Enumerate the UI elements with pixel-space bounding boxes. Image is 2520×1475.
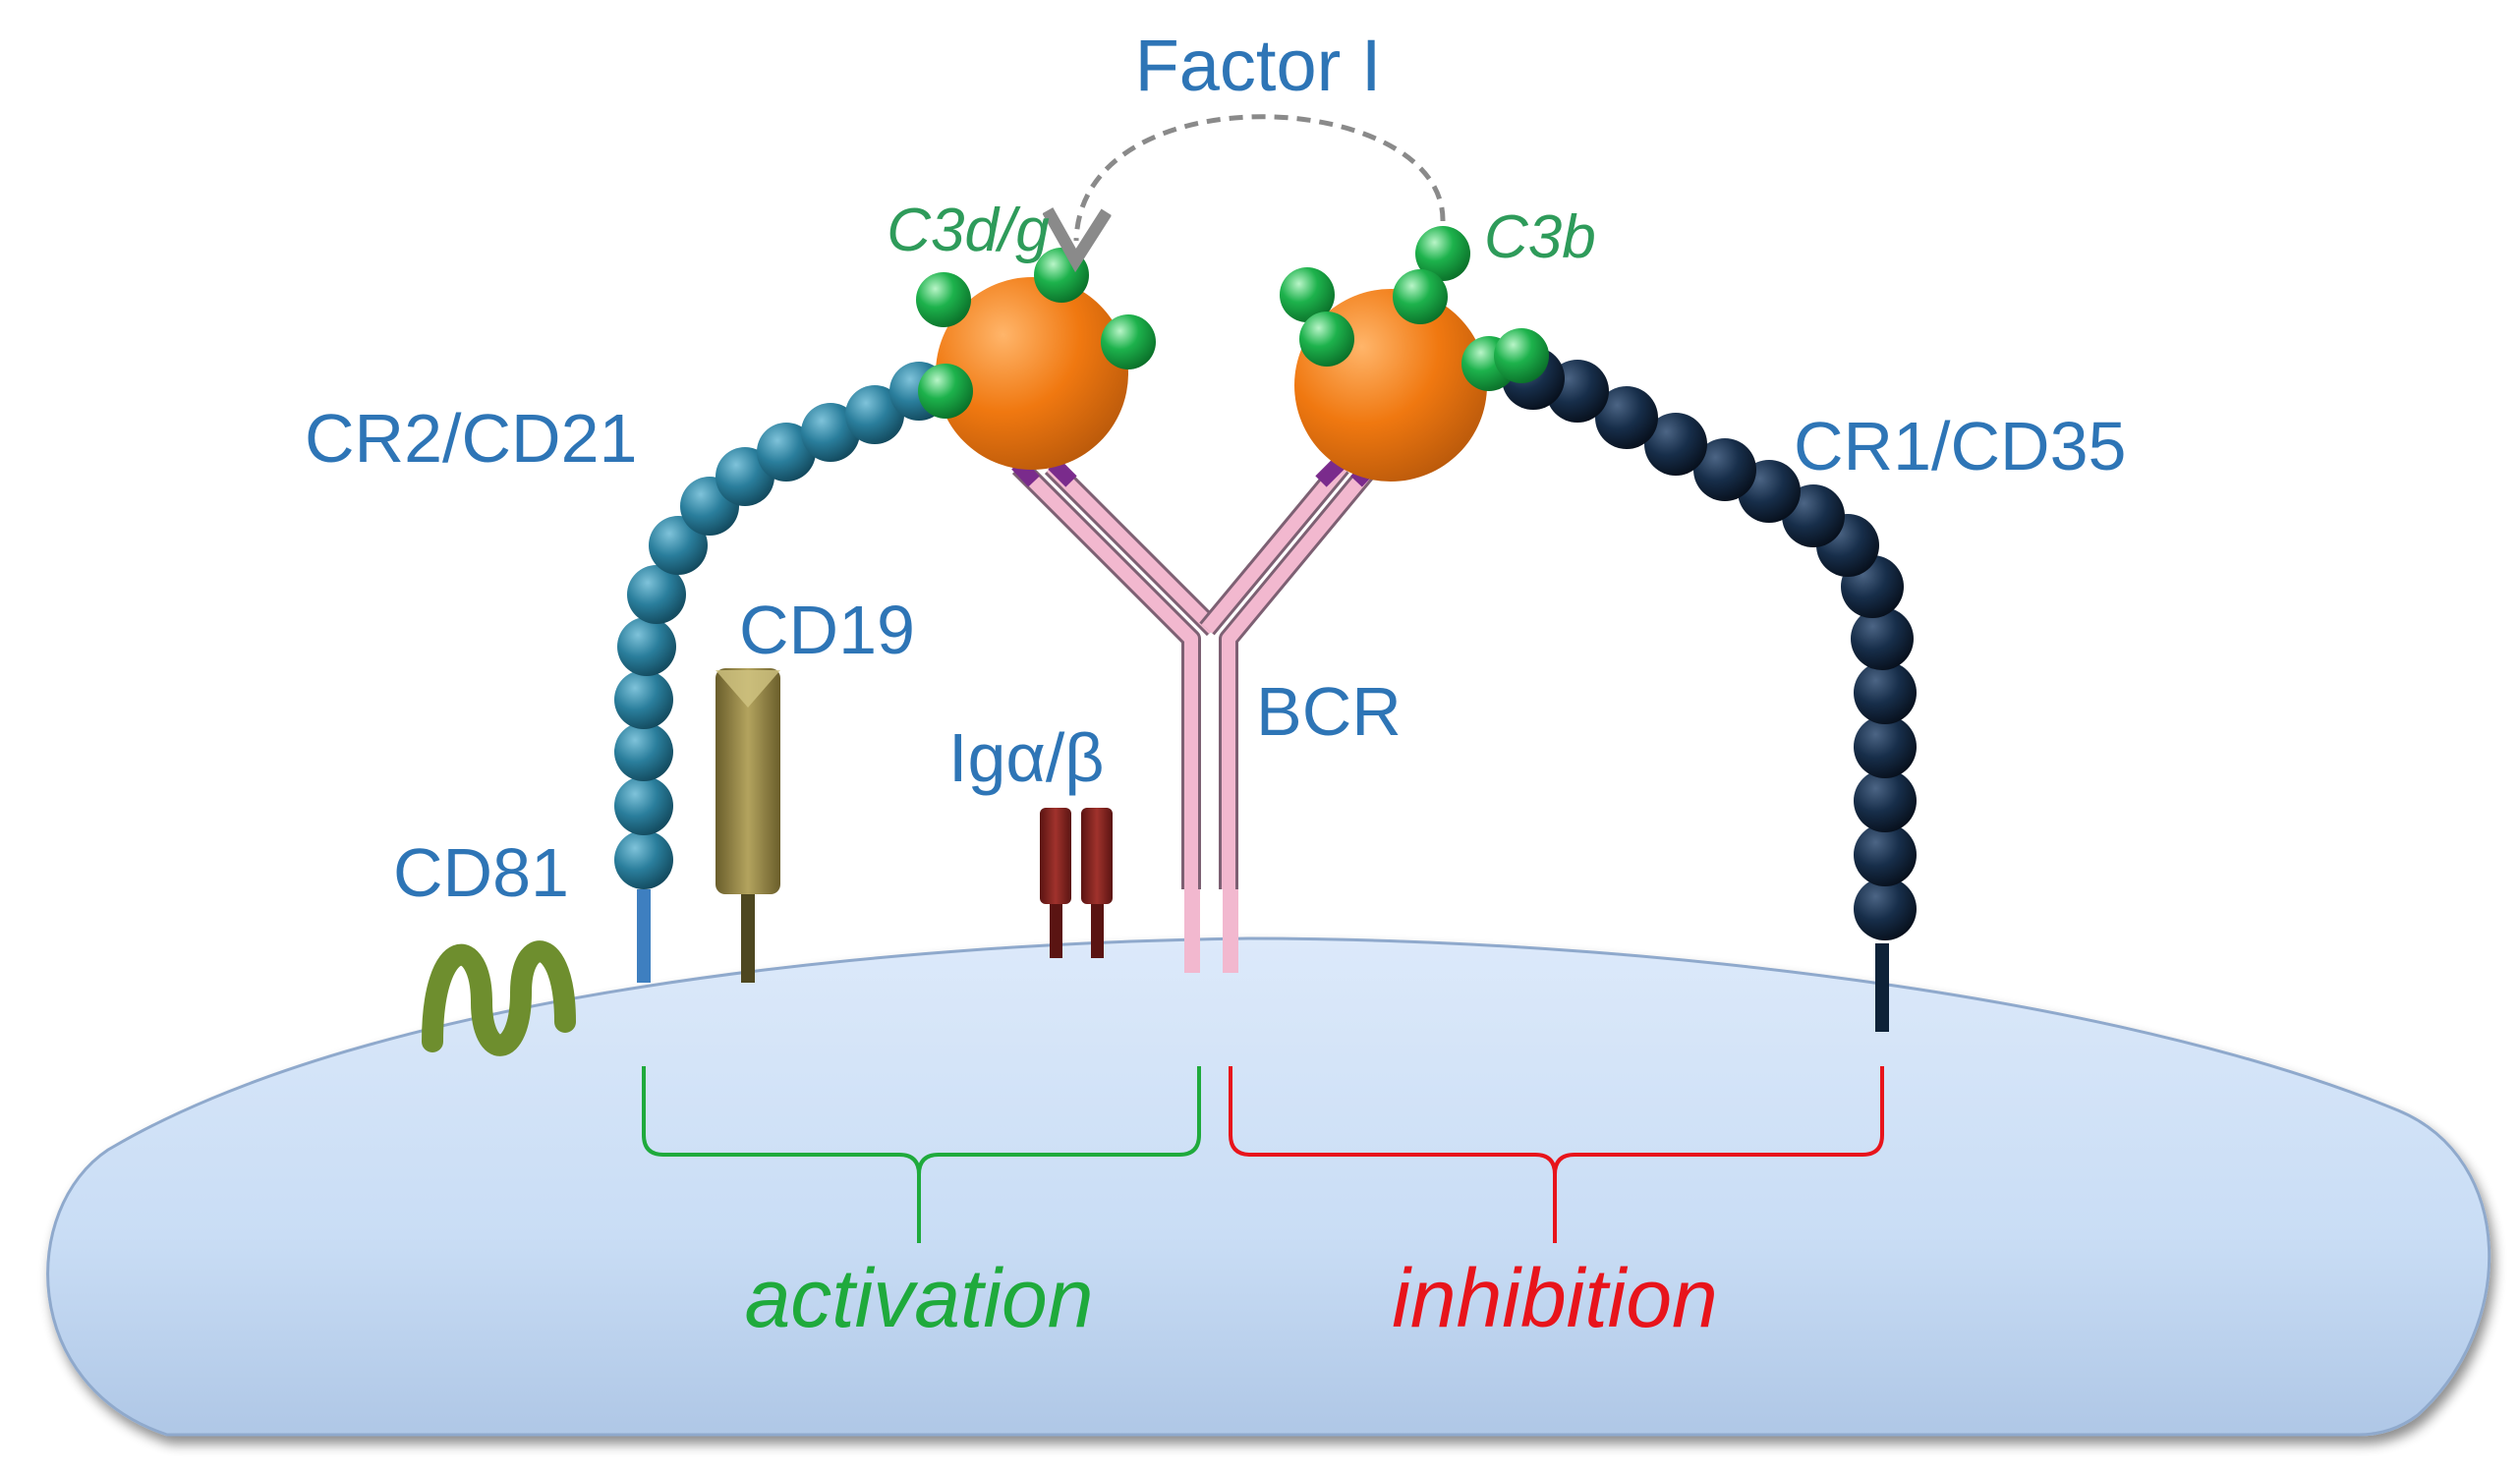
cr2-domain-bead bbox=[649, 516, 708, 575]
cd19-transmembrane bbox=[741, 889, 755, 983]
activation-label: activation bbox=[745, 1252, 1094, 1344]
c3b-fragment-bead bbox=[1415, 226, 1470, 281]
ig-alpha-beta bbox=[1040, 808, 1113, 958]
inhibition-label: inhibition bbox=[1392, 1252, 1718, 1344]
cr2-label: CR2/CD21 bbox=[305, 400, 637, 477]
dashed-curved-arrow-icon bbox=[1076, 114, 1446, 241]
cr2-domain-bead bbox=[614, 670, 673, 729]
c3b-fragment-bead bbox=[1494, 328, 1549, 383]
bcr-label: BCR bbox=[1256, 673, 1402, 750]
cr1-domain-bead bbox=[1854, 661, 1917, 724]
cr2-domain-bead bbox=[614, 776, 673, 835]
cr2-domain-bead bbox=[845, 385, 904, 444]
cr2-transmembrane bbox=[637, 889, 651, 983]
cr2-domain-bead bbox=[617, 617, 676, 676]
c3b-fragment-bead bbox=[1393, 269, 1448, 324]
cr1-transmembrane bbox=[1875, 943, 1889, 1032]
cr1-domain-bead bbox=[1595, 386, 1658, 449]
cr2-domain-bead bbox=[757, 423, 816, 482]
factor-i-label: Factor I bbox=[1135, 25, 1382, 106]
cd19-label: CD19 bbox=[739, 592, 915, 668]
antigen-left bbox=[936, 277, 1128, 470]
cr1-label: CR1/CD35 bbox=[1794, 408, 2126, 484]
cr1-domain-bead bbox=[1854, 823, 1917, 886]
bcr-receptor bbox=[1011, 458, 1379, 973]
cd81-label: CD81 bbox=[393, 834, 569, 911]
cr2-cd21-domains bbox=[614, 362, 948, 889]
cr2-domain-bead bbox=[801, 403, 860, 462]
c3dg-label: C3d/g bbox=[887, 197, 1049, 264]
c3dg-fragment-bead bbox=[918, 364, 973, 419]
b-cell-membrane bbox=[46, 936, 2491, 1437]
c3b-fragments bbox=[1280, 226, 1549, 391]
cr1-domain-bead bbox=[1644, 413, 1707, 476]
c3dg-fragment-bead bbox=[916, 272, 971, 327]
cd81-transmembrane bbox=[422, 940, 576, 1056]
cr1-cd35-domains bbox=[1502, 347, 1917, 940]
cr2-domain-bead bbox=[627, 565, 686, 624]
inhibition-brace bbox=[1229, 1066, 1884, 1243]
cd19-top-cap bbox=[716, 670, 780, 708]
activation-brace bbox=[642, 1066, 1201, 1243]
cr1-domain-bead bbox=[1693, 438, 1756, 501]
cr2-domain-bead bbox=[614, 722, 673, 781]
cr1-domain-bead bbox=[1851, 607, 1914, 670]
c3b-label: C3b bbox=[1484, 203, 1596, 271]
c3dg-fragment-bead bbox=[1101, 314, 1156, 369]
cr2-domain-bead bbox=[614, 830, 673, 889]
cr1-domain-bead bbox=[1854, 715, 1917, 778]
cd19-protein bbox=[716, 668, 780, 894]
cr1-domain-bead bbox=[1854, 878, 1917, 940]
ig-alpha-beta-label: Igα/β bbox=[948, 719, 1105, 796]
cr1-domain-bead bbox=[1854, 769, 1917, 832]
c3b-fragment-bead bbox=[1299, 312, 1354, 367]
c3b-fragment-bead bbox=[1280, 267, 1335, 322]
